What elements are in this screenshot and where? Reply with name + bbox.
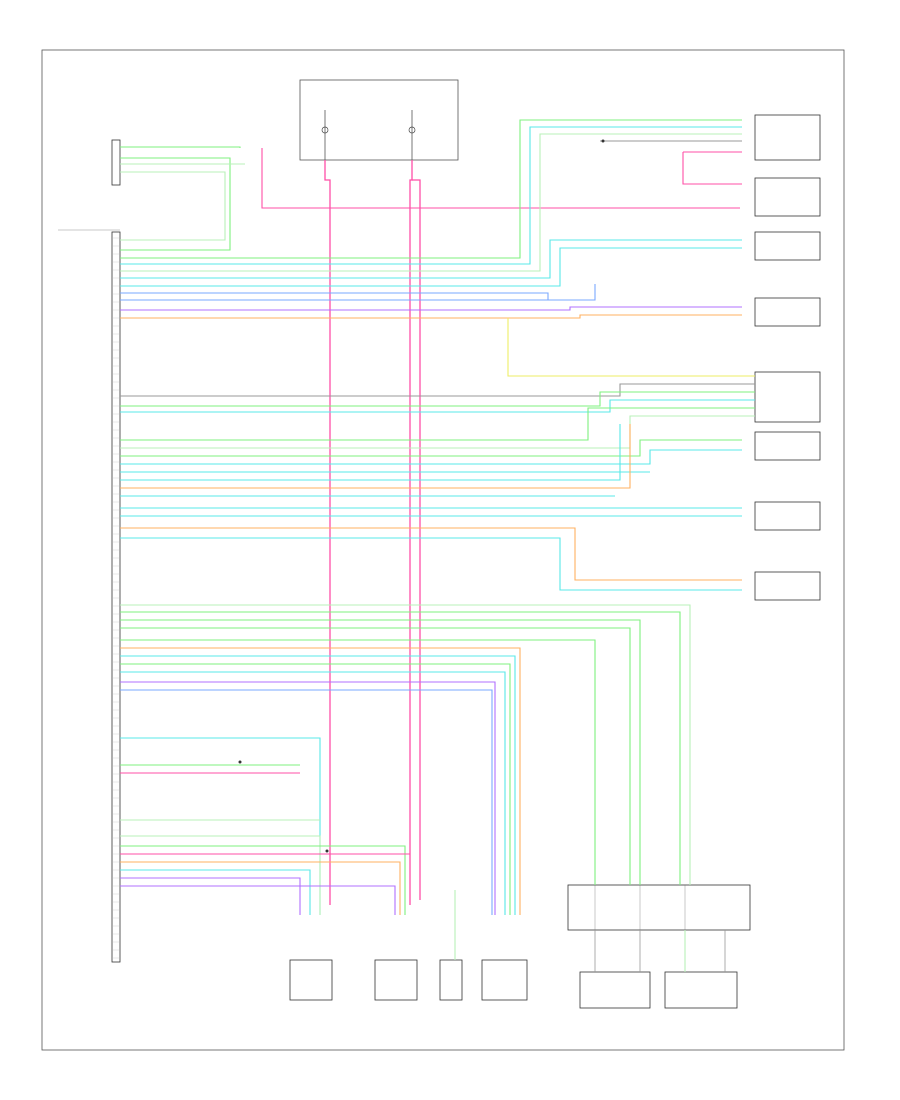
wire-42	[120, 655, 516, 915]
right-component-7	[754, 501, 821, 531]
wire-27	[120, 449, 742, 465]
wire-39	[120, 627, 631, 885]
wire-20	[507, 318, 755, 377]
wire-55	[120, 869, 311, 915]
wire-13	[120, 292, 549, 300]
bottom-connector-3	[439, 959, 463, 1001]
wire-52	[120, 845, 406, 915]
bottom-connector-1	[289, 959, 333, 1001]
wire-46	[120, 689, 493, 915]
bottom-connector-4	[481, 959, 528, 1001]
wire-37	[120, 611, 681, 885]
wire-24	[120, 407, 755, 441]
wire-15	[120, 306, 742, 311]
right-component-8	[754, 571, 821, 601]
wire-40	[120, 639, 596, 885]
right-component-2	[754, 177, 821, 217]
wire-29	[120, 424, 621, 481]
splice-marker-1	[238, 760, 242, 764]
wire-43	[120, 663, 511, 915]
wire-30	[120, 424, 631, 489]
wire-38	[120, 619, 641, 885]
right-component-5	[754, 371, 821, 423]
wire-16	[120, 314, 742, 319]
wires	[120, 119, 755, 972]
wire-7	[261, 148, 740, 209]
bottom-sensor-right	[664, 971, 738, 1009]
wire-34	[120, 527, 742, 581]
wire-44	[120, 671, 506, 915]
wire-25	[120, 415, 755, 449]
wire-10	[120, 133, 742, 272]
bottom-connector-2	[374, 959, 418, 1001]
wire-1	[409, 160, 413, 905]
diagram-frame	[41, 49, 845, 1051]
right-component-1	[754, 114, 821, 161]
wire-2	[412, 179, 421, 900]
wire-14	[120, 284, 596, 301]
left-top-connector	[111, 139, 121, 186]
wire-22	[120, 391, 755, 407]
wire-56	[120, 877, 301, 915]
wire-41	[120, 647, 521, 915]
wire-6	[120, 171, 226, 241]
wire-0	[324, 160, 331, 905]
right-component-6	[754, 431, 821, 461]
wire-36	[120, 604, 691, 885]
wire-9	[120, 126, 742, 265]
wire-45	[120, 681, 496, 915]
bottom-sensor-left	[579, 971, 651, 1009]
bottom-right-module	[567, 884, 751, 931]
top-fuse-box	[299, 79, 459, 161]
wire-26	[120, 439, 742, 457]
wire-35	[120, 537, 742, 591]
wire-3	[120, 146, 241, 148]
splice-marker-2	[325, 849, 329, 853]
right-component-3	[754, 231, 821, 261]
wire-11	[120, 239, 742, 279]
wire-4	[120, 157, 231, 251]
main-module-connector	[111, 231, 121, 963]
pin-ticks	[112, 237, 120, 959]
right-component-4	[754, 297, 821, 327]
wire-8	[120, 119, 742, 259]
wire-12	[120, 247, 742, 287]
wire-57	[120, 885, 396, 915]
wire-23	[120, 399, 755, 413]
wire-21	[120, 383, 755, 397]
wire-54	[120, 861, 401, 915]
splice-marker-3	[601, 139, 605, 143]
wire-18	[682, 152, 742, 185]
wire-51	[120, 835, 321, 915]
